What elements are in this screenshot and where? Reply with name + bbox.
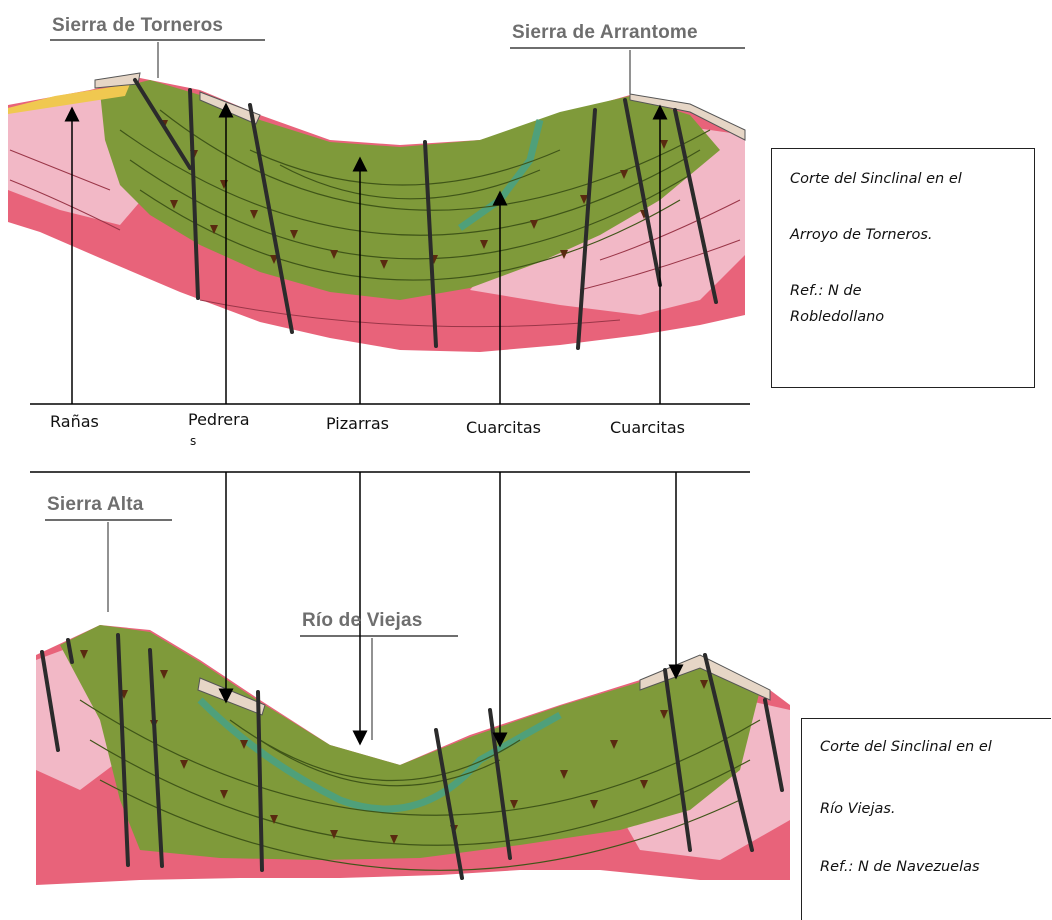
layer-label-ranas: Rañas [50, 412, 99, 431]
caption-bottom-line2: Río Viejas. [820, 801, 896, 817]
caption-bottom-line1: Corte del Sinclinal en el [820, 739, 992, 755]
layer-label-cuarcitas-2: Cuarcitas [610, 418, 685, 437]
caption-top-line2: Arroyo de Torneros. [790, 227, 933, 243]
caption-top-line3: Ref.: N de [790, 283, 862, 299]
peak-label-sierra-alta: Sierra Alta [47, 494, 144, 516]
layer-label-pizarras: Pizarras [326, 414, 389, 433]
caption-top-line4: Robledollano [790, 309, 884, 325]
peak-label-rio-de-viejas: Río de Viejas [302, 610, 423, 632]
caption-bottom-line3: Ref.: N de Navezuelas [820, 859, 980, 875]
caption-box-top: Corte del Sinclinal en el Arroyo de Torn… [771, 148, 1035, 388]
caption-box-bottom: Corte del Sinclinal en el Río Viejas. Re… [801, 718, 1051, 920]
caption-top-line1: Corte del Sinclinal en el [790, 171, 962, 187]
layer-label-cuarcitas-1: Cuarcitas [466, 418, 541, 437]
peak-label-sierra-de-arrantome: Sierra de Arrantome [512, 22, 698, 44]
top-section-diagram [8, 40, 745, 352]
layer-label-pedreras: Pedrera [188, 410, 250, 429]
peak-label-sierra-de-torneros: Sierra de Torneros [52, 15, 223, 37]
layer-label-pedreras-suffix: s [190, 434, 196, 448]
bottom-section-diagram [36, 520, 790, 885]
